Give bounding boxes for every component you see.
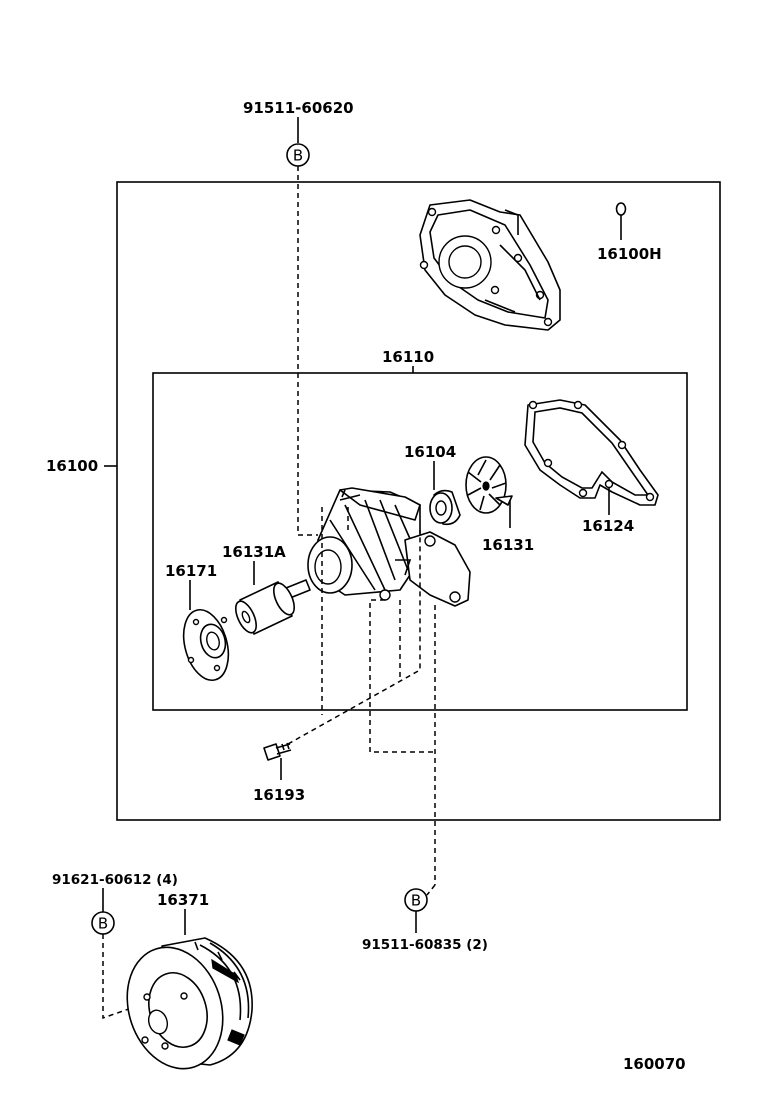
o-ring [615, 202, 627, 216]
rear-housing-plate [419, 199, 561, 331]
diagram-number: 160070 [623, 1055, 686, 1073]
label-16124: 16124 [582, 517, 634, 535]
impeller [465, 456, 513, 514]
stud-bolt [263, 742, 292, 761]
pump-gasket [524, 399, 659, 506]
shaft-bearing [234, 579, 311, 635]
label-16193: 16193 [253, 786, 305, 804]
label-16100: 16100 [46, 457, 98, 475]
label-bolt-top: 91511-60620 [243, 99, 354, 117]
label-16131: 16131 [482, 536, 534, 554]
label-bolt-bottom-left: 91621-60612 (4) [52, 872, 178, 888]
label-16171: 16171 [165, 562, 217, 580]
label-16110: 16110 [382, 348, 434, 366]
fan-pulley [126, 937, 253, 1070]
label-16371: 16371 [157, 891, 209, 909]
label-bolt-bottom-right: 91511-60835 (2) [362, 937, 488, 953]
label-16104: 16104 [404, 443, 456, 461]
svg-text:B: B [293, 147, 303, 165]
b-marker-top: B [286, 143, 310, 167]
assy-outline-box [152, 372, 688, 711]
kit-outline-box [116, 181, 721, 821]
seal-ring [429, 489, 461, 526]
svg-text:B: B [98, 915, 108, 933]
svg-text:B: B [411, 892, 421, 910]
b-marker-bottom-left: B [91, 911, 115, 935]
label-16100h: 16100H [597, 245, 662, 263]
pulley-seat-flange [182, 609, 230, 681]
water-pump-body [307, 487, 471, 607]
label-16131a: 16131A [222, 543, 286, 561]
b-marker-bottom-right: B [404, 888, 428, 912]
